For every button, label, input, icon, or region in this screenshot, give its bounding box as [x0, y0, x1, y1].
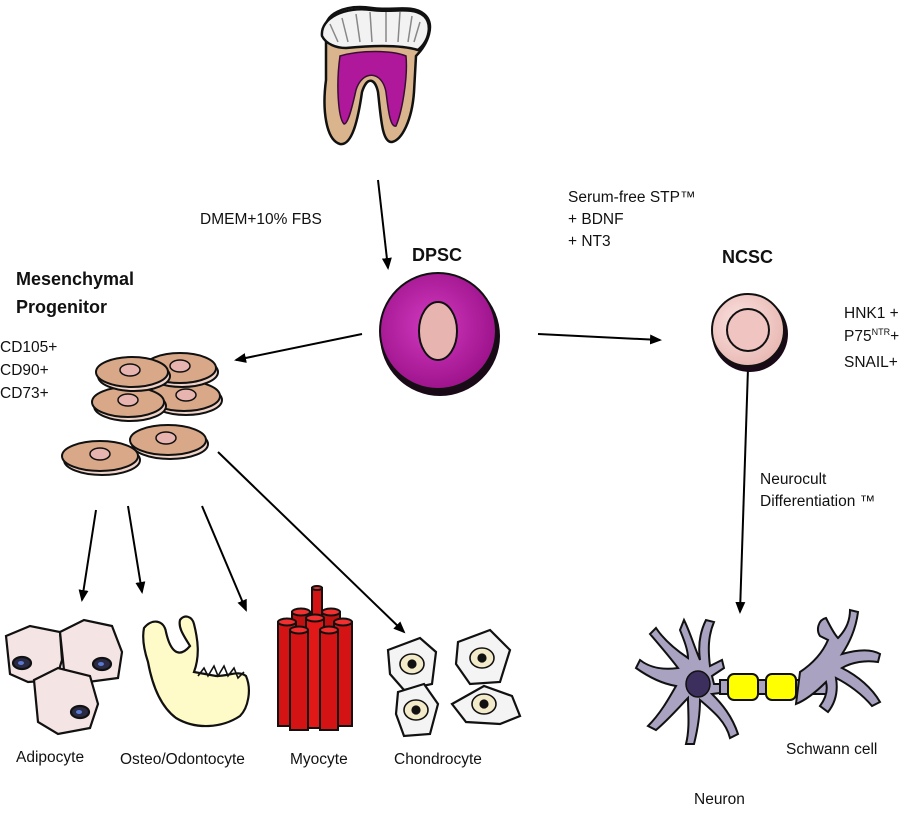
marker-cd73: CD73+ — [0, 385, 49, 402]
osteo-odontocyte-label: Osteo/Odontocyte — [120, 751, 245, 768]
dpsc-cell-icon — [379, 272, 500, 396]
arrow-to-osteo — [127, 505, 146, 594]
jawbone-icon — [142, 615, 250, 728]
arrow-ncsc-to-neuron — [735, 367, 749, 614]
p75-superscript: NTR — [871, 327, 891, 337]
myocyte-bundle-icon — [277, 585, 353, 731]
adipocyte-label: Adipocyte — [16, 749, 85, 766]
chondrocyte-label: Chondrocyte — [394, 751, 482, 768]
ncsc-label: NCSC — [722, 247, 774, 267]
mesenchymal-title-line1: Mesenchymal — [16, 269, 135, 289]
neurocult-line2: Differentiation ™ — [760, 493, 876, 510]
ncsc-marker-p75: P75NTR+ — [844, 327, 899, 347]
arrows — [78, 179, 749, 634]
marker-cd90: CD90+ — [0, 362, 49, 379]
mesenchymal-cells-icon — [61, 352, 223, 476]
serum-free-line1: Serum-free STP™ — [568, 189, 696, 206]
p75-base: P75 — [844, 328, 872, 345]
serum-free-line3: + NT3 — [568, 233, 611, 250]
arrow-dpsc-to-ncsc — [537, 333, 662, 345]
arrow-tooth-to-dpsc — [377, 179, 392, 270]
ncsc-cell-icon — [711, 293, 788, 372]
chondrocyte-cells-icon — [386, 628, 522, 738]
arrow-to-myocyte — [201, 505, 247, 612]
media-label: DMEM+10% FBS — [200, 211, 322, 228]
marker-cd105: CD105+ — [0, 339, 58, 356]
neurocult-line1: Neurocult — [760, 471, 827, 488]
dpsc-label: DPSC — [412, 245, 463, 265]
schwann-cell-label: Schwann cell — [786, 741, 878, 758]
arrow-to-adipocyte — [78, 509, 97, 602]
ncsc-marker-hnk1: HNK1 + — [844, 305, 899, 322]
schwann-cell-icon — [794, 608, 882, 714]
p75-suffix: + — [890, 328, 900, 345]
myocyte-label: Myocyte — [290, 751, 348, 768]
serum-free-line2: + BDNF — [568, 211, 624, 228]
adipocyte-cells-icon — [4, 618, 124, 736]
arrow-dpsc-to-mesenchymal — [234, 333, 363, 363]
arrow-to-chondrocyte — [217, 451, 406, 634]
tooth-icon — [320, 5, 432, 146]
mesenchymal-title-line2: Progenitor — [16, 297, 108, 317]
myelin-sheath-icon — [727, 673, 797, 701]
neuron-label: Neuron — [694, 791, 745, 808]
ncsc-marker-snail: SNAIL+ — [844, 354, 898, 371]
